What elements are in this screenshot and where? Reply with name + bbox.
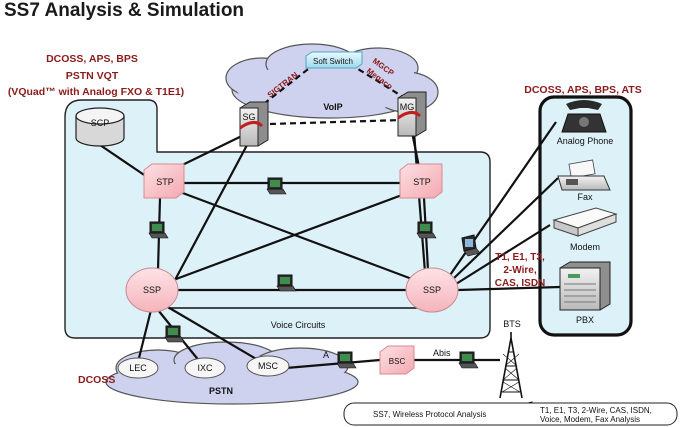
- ssp-right-node: SSP: [405, 267, 459, 313]
- analyzer-laptop-right-stp-ssp-icon: [416, 221, 437, 239]
- ssp-left-label: SSP: [143, 285, 161, 295]
- pbx-icon: [559, 261, 611, 311]
- analyzer-laptop-premise-link-icon: [461, 234, 481, 257]
- bts-label: BTS: [503, 319, 521, 329]
- ssp-right-label: SSP: [423, 285, 441, 295]
- fax-icon: [557, 159, 611, 191]
- stp-left-node: STP: [143, 163, 185, 199]
- stp-right-label: STP: [413, 177, 431, 187]
- analog-phone-icon: [561, 100, 607, 133]
- abis-label: Abis: [433, 348, 451, 358]
- stp-right-node: STP: [399, 163, 443, 199]
- bts-tower-icon: [499, 332, 523, 399]
- scp-node: SCP: [75, 107, 125, 147]
- legend-t1-label-1: T1, E1, T3, 2-Wire, CAS, ISDN,: [540, 406, 652, 415]
- msc-label: MSC: [258, 361, 279, 371]
- left-products-line2: PSTN VQT: [66, 70, 119, 82]
- analyzer-laptop-pstn-link-icon: [164, 325, 185, 343]
- msc-node: MSC: [246, 355, 290, 377]
- ixc-node: IXC: [184, 357, 226, 379]
- sg-server-icon: SG: [239, 101, 269, 147]
- legend: SS7, Wireless Protocol Analysis T1, E1, …: [343, 402, 678, 426]
- a-interface-label: A: [323, 350, 329, 360]
- dcoss-label: DCOSS: [78, 374, 115, 386]
- modem-icon: [552, 207, 618, 237]
- page-title: SS7 Analysis & Simulation: [4, 0, 244, 21]
- interfaces-line1: T1, E1, T3,: [495, 252, 545, 263]
- analyzer-laptop-left-stp-ssp-icon: [148, 221, 169, 239]
- soft-switch-label: Soft Switch: [313, 57, 353, 66]
- ssp-left-node: SSP: [125, 267, 179, 313]
- lec-node: LEC: [117, 357, 159, 379]
- pstn-label: PSTN: [209, 386, 233, 396]
- analyzer-laptop-ssp-link-icon: [276, 274, 297, 292]
- stp-left-label: STP: [156, 177, 174, 187]
- mg-server-icon: MG: [397, 91, 427, 137]
- interfaces-line3: CAS, ISDN: [495, 278, 546, 289]
- scp-label: SCP: [91, 118, 110, 128]
- pbx-label: PBX: [576, 315, 594, 325]
- analyzer-laptop-stp-link-icon: [266, 177, 287, 195]
- modem-label: Modem: [570, 242, 600, 252]
- fax-label: Fax: [577, 192, 593, 202]
- analyzer-laptop-abis-interface-icon: [458, 351, 479, 369]
- legend-ss7-label: SS7, Wireless Protocol Analysis: [373, 410, 486, 419]
- bsc-label: BSC: [389, 357, 406, 366]
- mg-label: MG: [400, 102, 415, 112]
- links: [98, 63, 561, 370]
- soft-switch-node: Soft Switch: [305, 51, 363, 69]
- interfaces-line2: 2-Wire,: [503, 265, 536, 276]
- bsc-node: BSC: [379, 345, 415, 375]
- voice-circuits-label: Voice Circuits: [271, 320, 326, 330]
- left-products-line1: DCOSS, APS, BPS: [46, 53, 138, 65]
- lec-label: LEC: [129, 363, 147, 373]
- legend-t1-label-2: Voice, Modem, Fax Analysis: [540, 415, 640, 424]
- sg-label: SG: [242, 112, 255, 122]
- ixc-label: IXC: [197, 363, 213, 373]
- right-products-label: DCOSS, APS, BPS, ATS: [524, 84, 641, 96]
- left-products-line3: (VQuad™ with Analog FXO & T1E1): [8, 86, 184, 98]
- analog-phone-label: Analog Phone: [557, 136, 614, 146]
- analyzer-laptop-a-interface-icon: [336, 351, 357, 369]
- voip-label: VoIP: [323, 102, 342, 112]
